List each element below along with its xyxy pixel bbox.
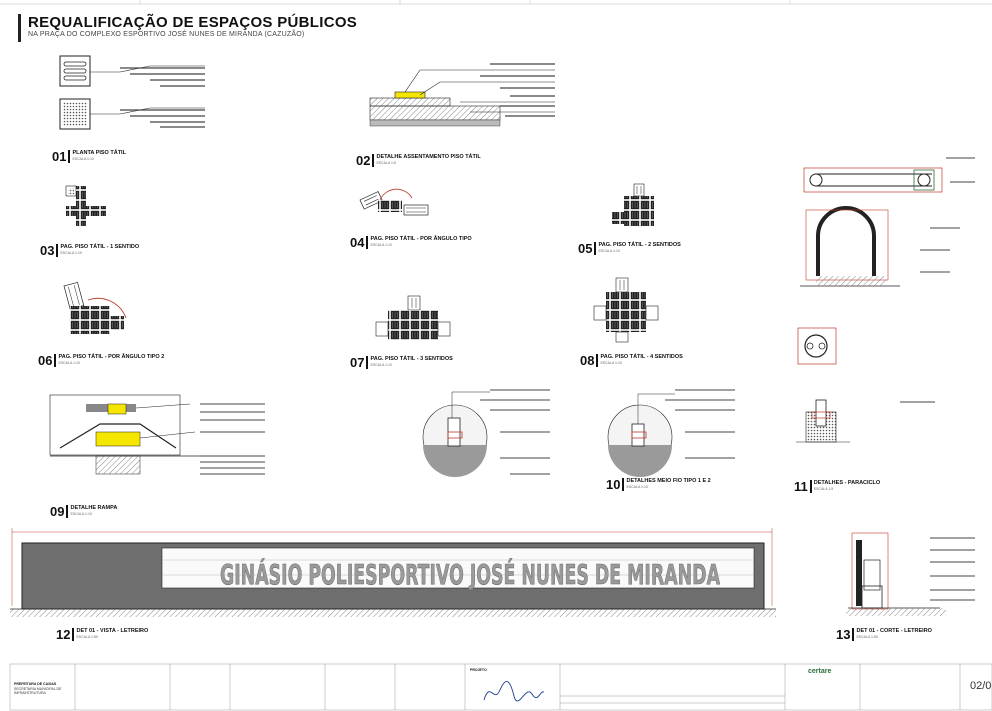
- sheet-title: REQUALIFICAÇÃO DE ESPAÇOS PÚBLICOS: [28, 14, 358, 31]
- detail-13-drawing: [846, 532, 975, 616]
- detail-03-drawing: [65, 185, 106, 226]
- detail-09-drawing: [49, 394, 265, 475]
- detail-12-drawing: [10, 528, 776, 617]
- detail-10-drawing: [422, 389, 735, 477]
- title-block-client: PREFEITURA DE CAXIAS SECRETARIA MUNICIPA…: [14, 682, 62, 695]
- title-block-grid: [9, 663, 992, 711]
- sign-lettering: GINÁSIO POLIESPORTIVO JOSÉ NUNES DE MIRA…: [220, 557, 720, 591]
- sheet-number: 02/02: [970, 680, 992, 692]
- detail-01-drawing: [59, 55, 205, 130]
- detail-06-drawing: [63, 281, 127, 334]
- title-block-project-label: PROJETO: [470, 668, 487, 672]
- sheet-subtitle: NA PRAÇA DO COMPLEXO ESPORTIVO JOSÉ NUNE…: [28, 31, 305, 38]
- detail-04-drawing: [359, 188, 429, 216]
- detail-02-drawing: [369, 63, 555, 127]
- title-accent-bar: [18, 14, 21, 42]
- detail-05-drawing: [612, 183, 654, 226]
- sheet-frame: [0, 0, 992, 5]
- signature-mark: [483, 681, 545, 702]
- detail-11-drawing: [796, 157, 975, 443]
- detail-07-drawing: [375, 295, 451, 340]
- detail-08-drawing: [593, 277, 659, 343]
- company-logo: certare: [808, 668, 832, 675]
